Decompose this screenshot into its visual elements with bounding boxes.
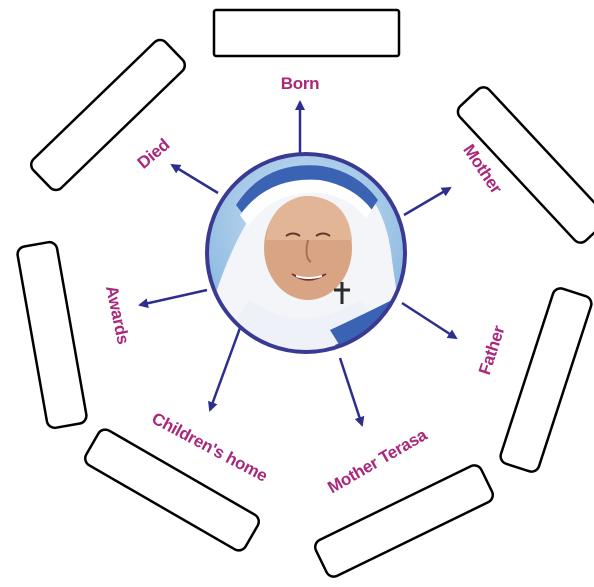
arrow-awards — [140, 290, 207, 305]
label-awards: Awards — [102, 284, 133, 346]
arrow-mother — [404, 188, 450, 215]
label-father: Father — [475, 323, 509, 377]
answer-box-died[interactable] — [28, 37, 188, 194]
answer-box-father[interactable] — [499, 286, 594, 473]
answer-box-childrens-home[interactable] — [82, 427, 261, 554]
portrait-photo — [200, 150, 412, 360]
label-born: Born — [281, 74, 319, 93]
arrow-childrens-home — [210, 328, 240, 410]
answer-box-born[interactable] — [214, 10, 399, 56]
arrow-died — [172, 165, 218, 193]
center-portrait — [200, 150, 412, 360]
arrow-father — [402, 303, 456, 338]
arrow-mother-terasa — [340, 358, 362, 425]
answer-box-awards[interactable] — [16, 241, 87, 429]
label-died: Died — [134, 135, 174, 172]
label-mother-terasa: Mother Terasa — [324, 425, 430, 497]
